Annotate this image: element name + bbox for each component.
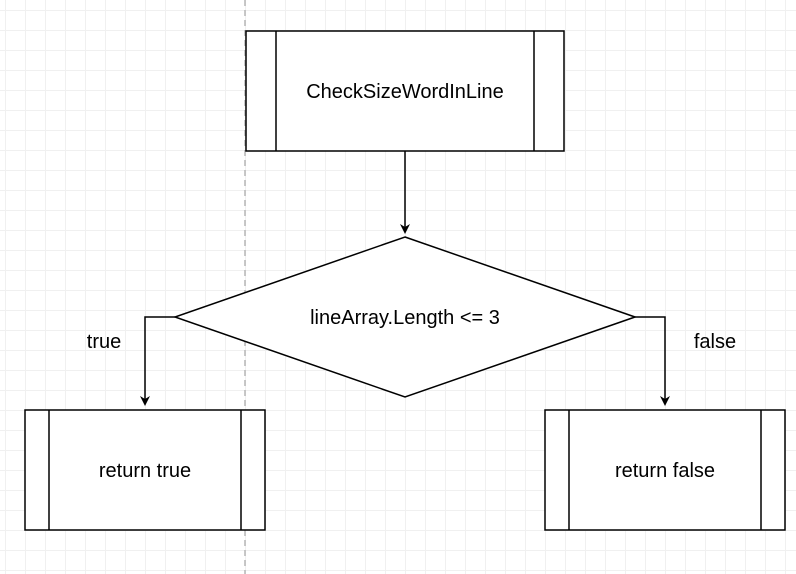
edge-label-true: true bbox=[87, 331, 121, 353]
edge-true bbox=[140, 316, 175, 406]
decision-node[interactable]: lineArray.Length <= 3 bbox=[172, 236, 638, 398]
process-node-return-false[interactable]: return false bbox=[544, 409, 786, 531]
return-false-label: return false bbox=[615, 460, 715, 482]
process-node-return-true[interactable]: return true bbox=[24, 409, 266, 531]
edge-false bbox=[635, 316, 670, 406]
return-true-label: return true bbox=[99, 460, 191, 482]
process-node-label: CheckSizeWordInLine bbox=[306, 81, 504, 103]
edge-label-false: false bbox=[694, 331, 736, 353]
decision-node-label: lineArray.Length <= 3 bbox=[310, 307, 500, 329]
process-node-check-size[interactable]: CheckSizeWordInLine bbox=[245, 30, 565, 152]
